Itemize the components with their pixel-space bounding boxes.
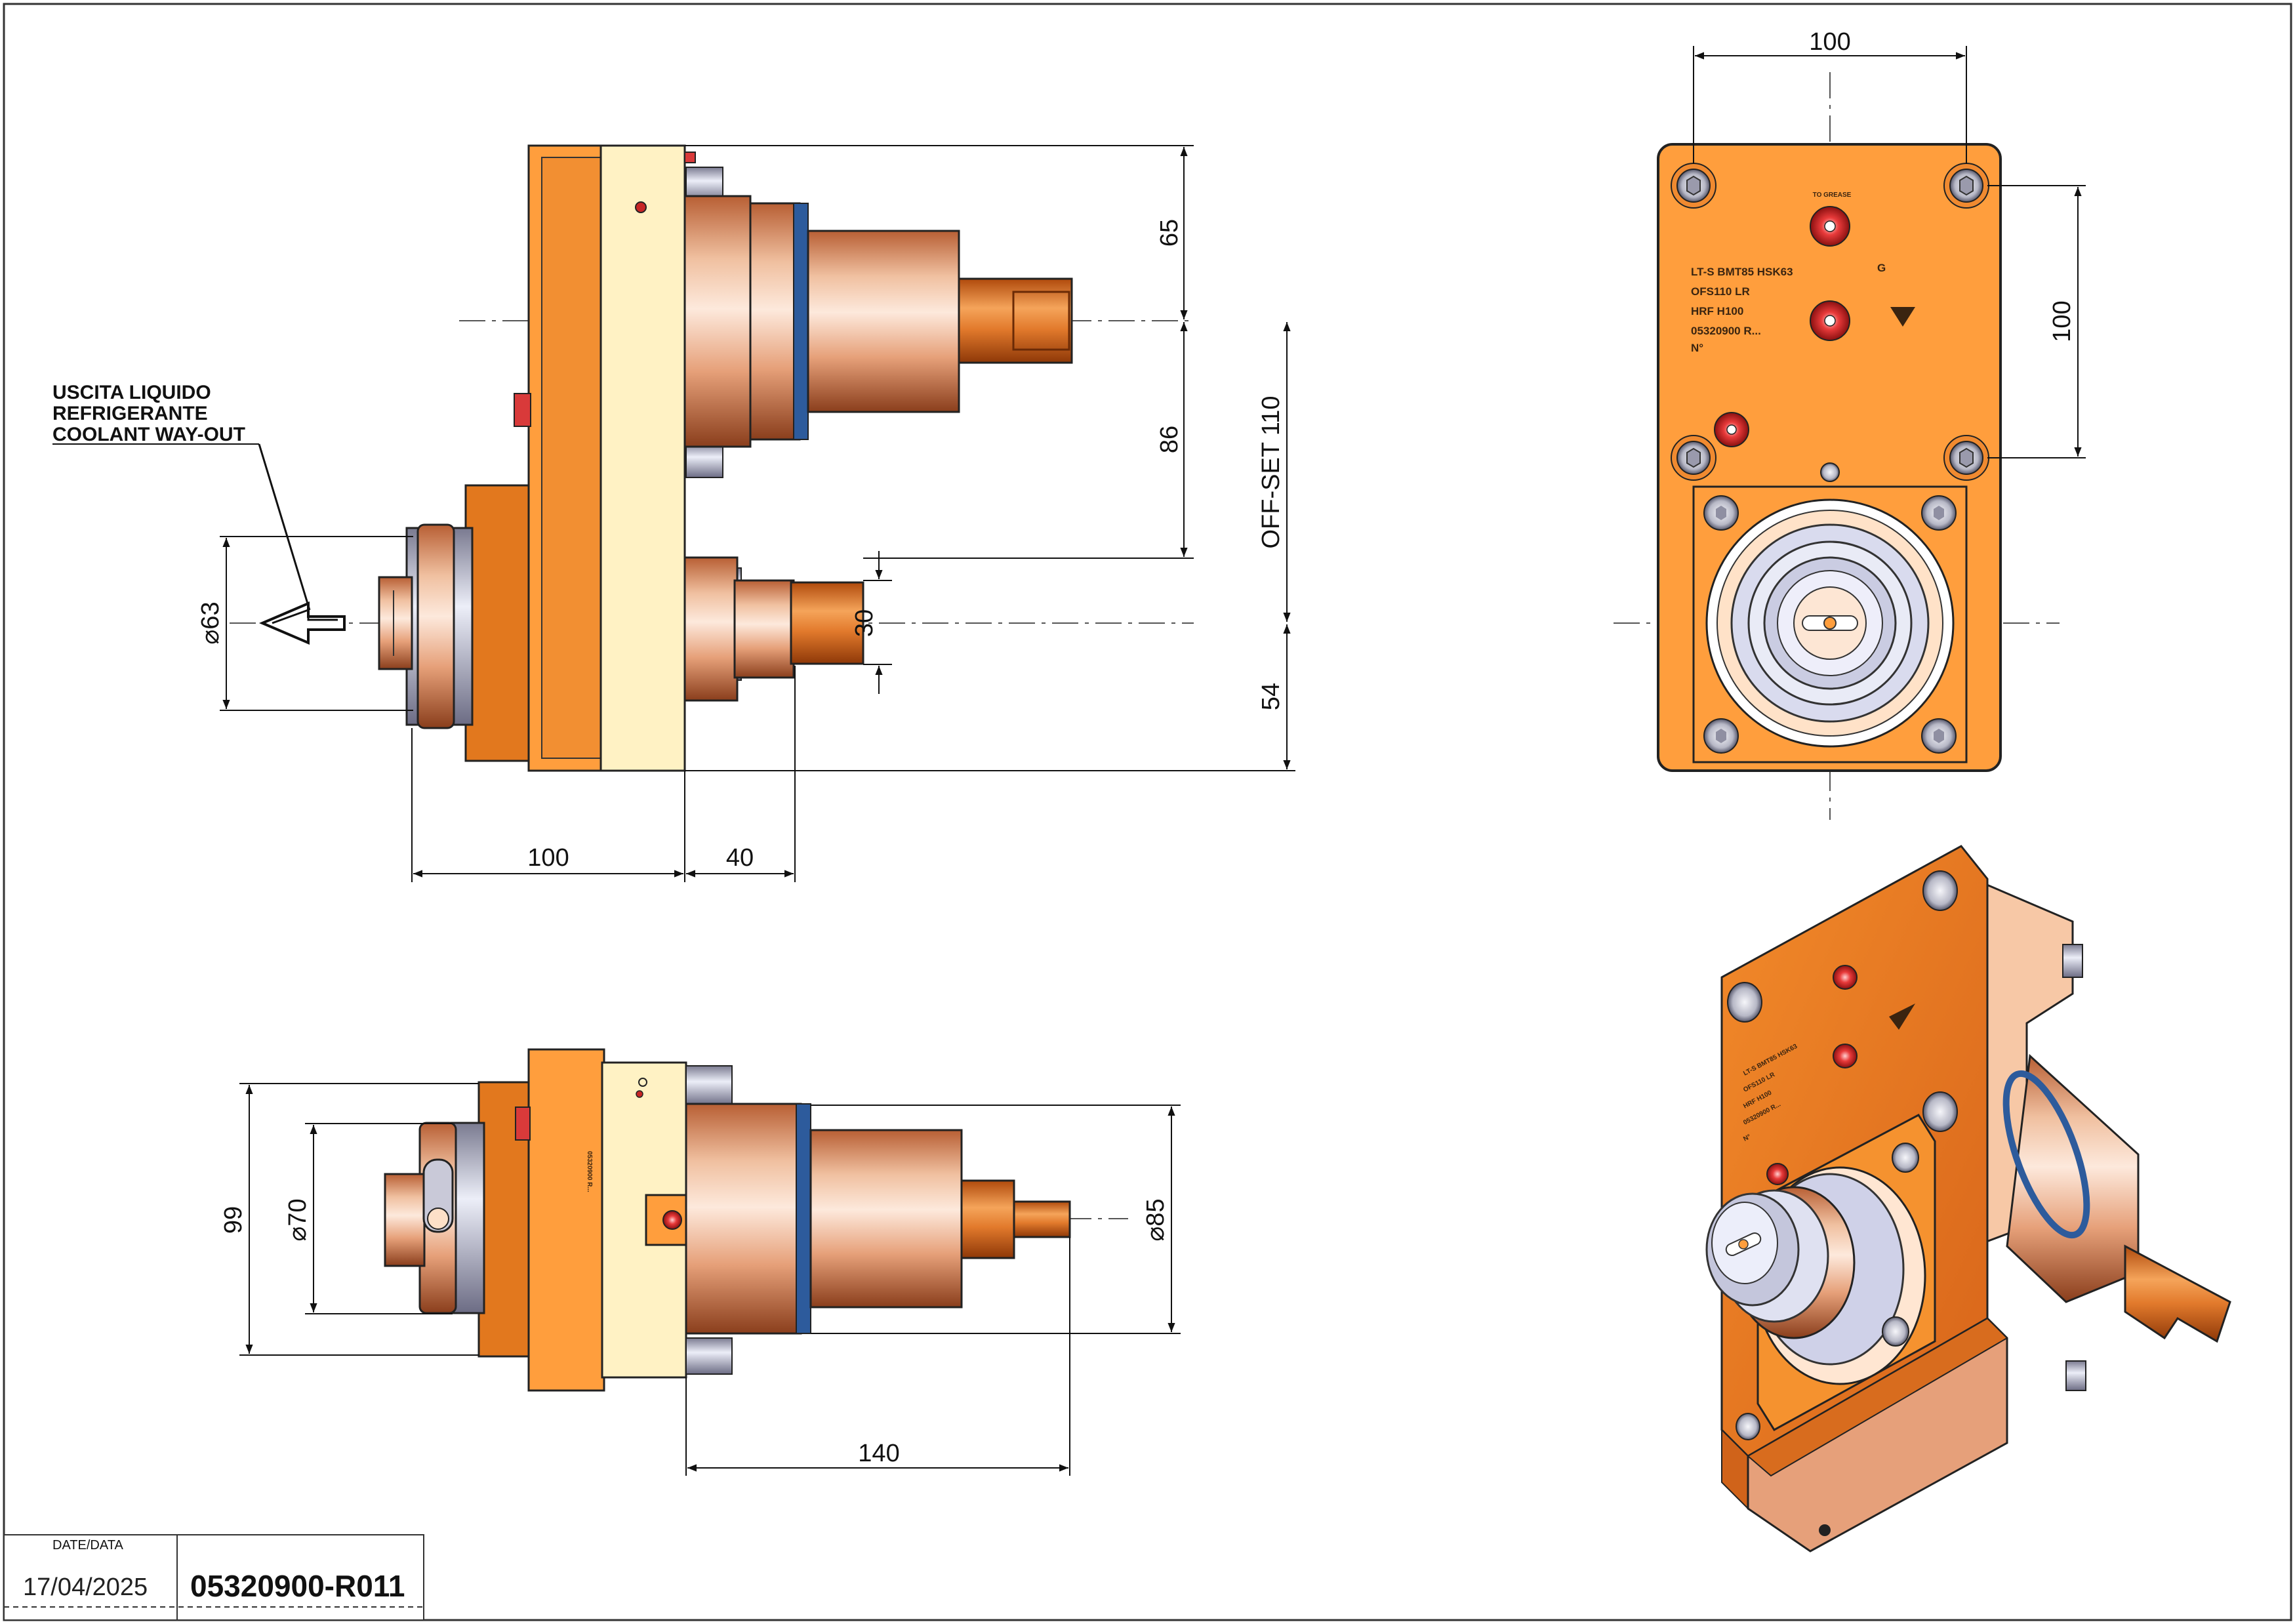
grease-fitting-icon [1766,1163,1789,1185]
date-label: DATE/DATA [52,1538,123,1553]
dim-54: 54 [1257,683,1285,710]
drawing-date: 17/04/2025 [23,1573,148,1601]
title-block: DATE/DATA 17/04/2025 05320900-R011 [3,1534,424,1621]
hex-bolt-icon [1671,163,1716,209]
side-view: 05320900 R... 99 ⌀70 ⌀85 [220,1048,1181,1476]
brand-logo: G [1877,262,1886,274]
dim-dia-85: ⌀85 [1142,1198,1169,1241]
dim-width-40: 40 [726,844,754,872]
hex-bolt-icon [1943,163,1989,209]
side-label-code: 05320900 R... [586,1151,593,1192]
dim-86: 86 [1156,426,1183,453]
iso-plate-line5: N° [1742,1133,1752,1143]
arrow-down-icon [1889,1004,1915,1030]
hex-bolt-icon [1703,495,1957,754]
drawing-code: 05320900-R011 [190,1569,405,1603]
hex-bolt-icon [1727,982,1762,1023]
plate-line3: HRF H100 [1691,305,1743,317]
hex-bolt-icon [1943,435,1989,481]
plate-line5: N° [1691,342,1703,354]
dim-width-100: 100 [527,844,569,872]
dim-dia-63: ⌀63 [197,601,224,644]
dim-30: 30 [851,609,878,637]
coolant-note-line2: REFRIGERANTE [52,403,208,424]
dim-dia-70: ⌀70 [284,1198,312,1241]
dim-65: 65 [1156,219,1183,247]
front-view: USCITA LIQUIDO REFRIGERANTE COOLANT WAY-… [52,144,1295,882]
hex-bolt-icon [1736,1413,1760,1440]
hex-bolt-icon [1922,1091,1958,1132]
dim-99: 99 [220,1206,247,1234]
hex-bolt-icon [1671,435,1716,481]
sheet-border [3,3,2292,1621]
isometric-view: LT-S BMT85 HSK63 OFS110 LR HRF H100 0532… [1705,845,2231,1553]
dim-offset-110: OFF-SET 110 [1257,396,1285,549]
arrow-down-icon [1890,307,1915,327]
hex-bolt-icon [1922,870,1958,911]
top-view: TO GREASE LT-S BMT85 HSK63 OFS110 LR HRF… [1614,28,2086,820]
plate-line4: 05320900 R... [1691,325,1761,337]
grease-fitting-icon [1833,965,1858,990]
plate-line1: LT-S BMT85 HSK63 [1691,266,1793,278]
to-grease-label: TO GREASE [1813,192,1852,199]
coolant-note-line1: USCITA LIQUIDO [52,382,211,403]
coolant-note-line3: COOLANT WAY-OUT [52,424,245,445]
dim-top-100-width: 100 [1809,28,1850,56]
dim-140: 140 [858,1440,899,1467]
plate-line2: OFS110 LR [1691,285,1750,298]
dim-top-100-height: 100 [2048,300,2076,342]
grease-fitting-icon [1833,1044,1858,1068]
